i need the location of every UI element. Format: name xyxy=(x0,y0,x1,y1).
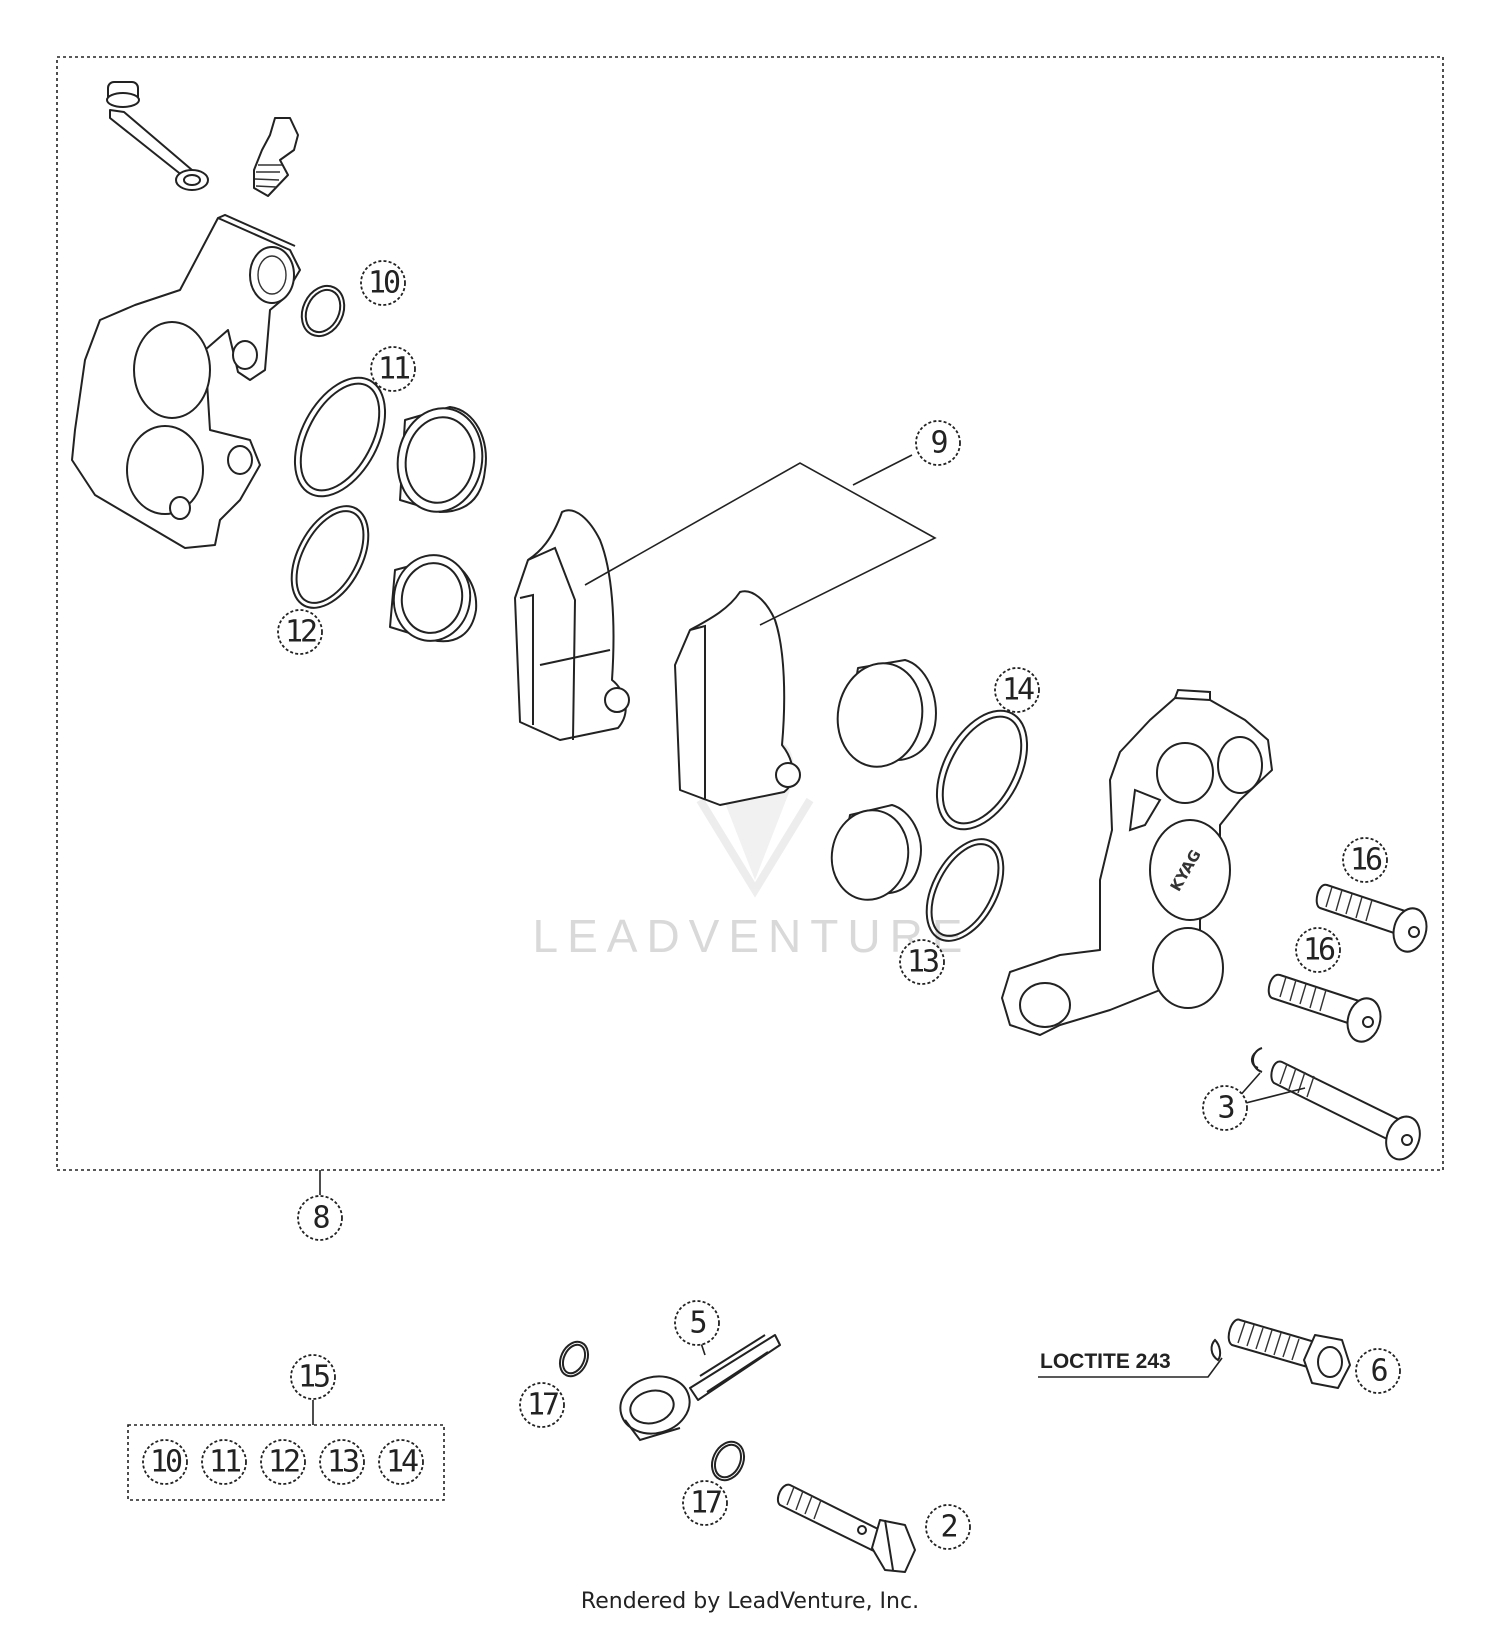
assembly-frame xyxy=(56,56,1444,1171)
piston-lower-left xyxy=(389,554,478,643)
kit-item-10: 10 xyxy=(142,1439,188,1485)
callout-6: 6 xyxy=(1355,1348,1401,1394)
svg-text:16: 16 xyxy=(1303,933,1335,968)
svg-text:10: 10 xyxy=(368,266,400,301)
loctite-note: LOCTITE 243 xyxy=(1040,1350,1171,1373)
brake-pad-front xyxy=(514,509,630,741)
svg-text:11: 11 xyxy=(378,352,410,387)
piston-lower-right xyxy=(830,804,922,901)
svg-text:3: 3 xyxy=(1217,1091,1233,1126)
callout-2: 2 xyxy=(925,1504,971,1550)
ring-17-upper xyxy=(558,1340,590,1378)
callout-11: 11 xyxy=(370,346,416,392)
callout-14: 14 xyxy=(994,667,1040,713)
footer-credit: Rendered by LeadVenture, Inc. xyxy=(581,1589,919,1614)
bolt-6 xyxy=(1210,1318,1351,1389)
kit-item-11: 11 xyxy=(201,1439,247,1485)
pad-leader-9 xyxy=(584,454,937,626)
svg-text:11: 11 xyxy=(209,1445,241,1480)
loctite-leader xyxy=(1038,1357,1223,1378)
caliper-right-half xyxy=(1001,688,1273,1036)
brake-pad-rear xyxy=(674,590,801,806)
caliper-left-half xyxy=(71,213,301,549)
callout-9: 9 xyxy=(915,420,961,466)
watermark-text: LEADVENTURE xyxy=(533,910,972,962)
bleeder-cap xyxy=(106,81,209,191)
kit-item-13: 13 xyxy=(319,1439,365,1485)
svg-text:14: 14 xyxy=(1002,673,1034,708)
oring-10 xyxy=(300,284,346,338)
piston-upper-right xyxy=(836,659,937,768)
svg-text:5: 5 xyxy=(689,1306,705,1341)
seal-12 xyxy=(290,505,370,609)
svg-text:14: 14 xyxy=(386,1445,418,1480)
svg-text:13: 13 xyxy=(907,945,938,980)
callout-12: 12 xyxy=(277,609,323,655)
svg-text:6: 6 xyxy=(1370,1354,1387,1389)
svg-text:12: 12 xyxy=(285,615,316,650)
svg-text:8: 8 xyxy=(312,1201,329,1236)
svg-text:17: 17 xyxy=(690,1486,721,1521)
seal-13 xyxy=(925,838,1005,942)
svg-text:9: 9 xyxy=(930,426,947,461)
kit-item-12: 12 xyxy=(260,1439,306,1485)
bolt-16-upper xyxy=(1315,883,1428,953)
callout-15: 15 xyxy=(290,1354,336,1400)
svg-text:10: 10 xyxy=(150,1445,182,1480)
svg-text:13: 13 xyxy=(327,1445,358,1480)
callout-10: 10 xyxy=(360,260,406,306)
pin-3 xyxy=(1250,1047,1421,1161)
svg-text:17: 17 xyxy=(527,1388,558,1423)
callout-17-upper: 17 xyxy=(519,1382,565,1428)
bolt-16-lower xyxy=(1267,973,1382,1043)
callout-3: 3 xyxy=(1202,1085,1248,1131)
piston-upper-left xyxy=(396,406,487,513)
banjo-bolt-2 xyxy=(776,1483,916,1573)
callout-5: 5 xyxy=(674,1300,720,1346)
callout-16-lower: 16 xyxy=(1295,927,1341,973)
ring-17-lower xyxy=(710,1440,746,1482)
brake-line-5 xyxy=(619,1334,781,1442)
bleeder-screw xyxy=(253,117,299,197)
callout-8: 8 xyxy=(297,1195,343,1241)
kit-item-14: 14 xyxy=(378,1439,424,1485)
callout-17-lower: 17 xyxy=(682,1480,728,1526)
callout-16-upper: 16 xyxy=(1342,837,1388,883)
svg-text:16: 16 xyxy=(1350,843,1382,878)
seal-14 xyxy=(935,709,1029,831)
svg-text:12: 12 xyxy=(268,1445,299,1480)
callout-13: 13 xyxy=(899,939,945,985)
svg-text:2: 2 xyxy=(940,1510,956,1545)
kit-box-15 xyxy=(127,1424,445,1501)
seal-11 xyxy=(293,376,387,498)
svg-text:15: 15 xyxy=(298,1360,329,1395)
